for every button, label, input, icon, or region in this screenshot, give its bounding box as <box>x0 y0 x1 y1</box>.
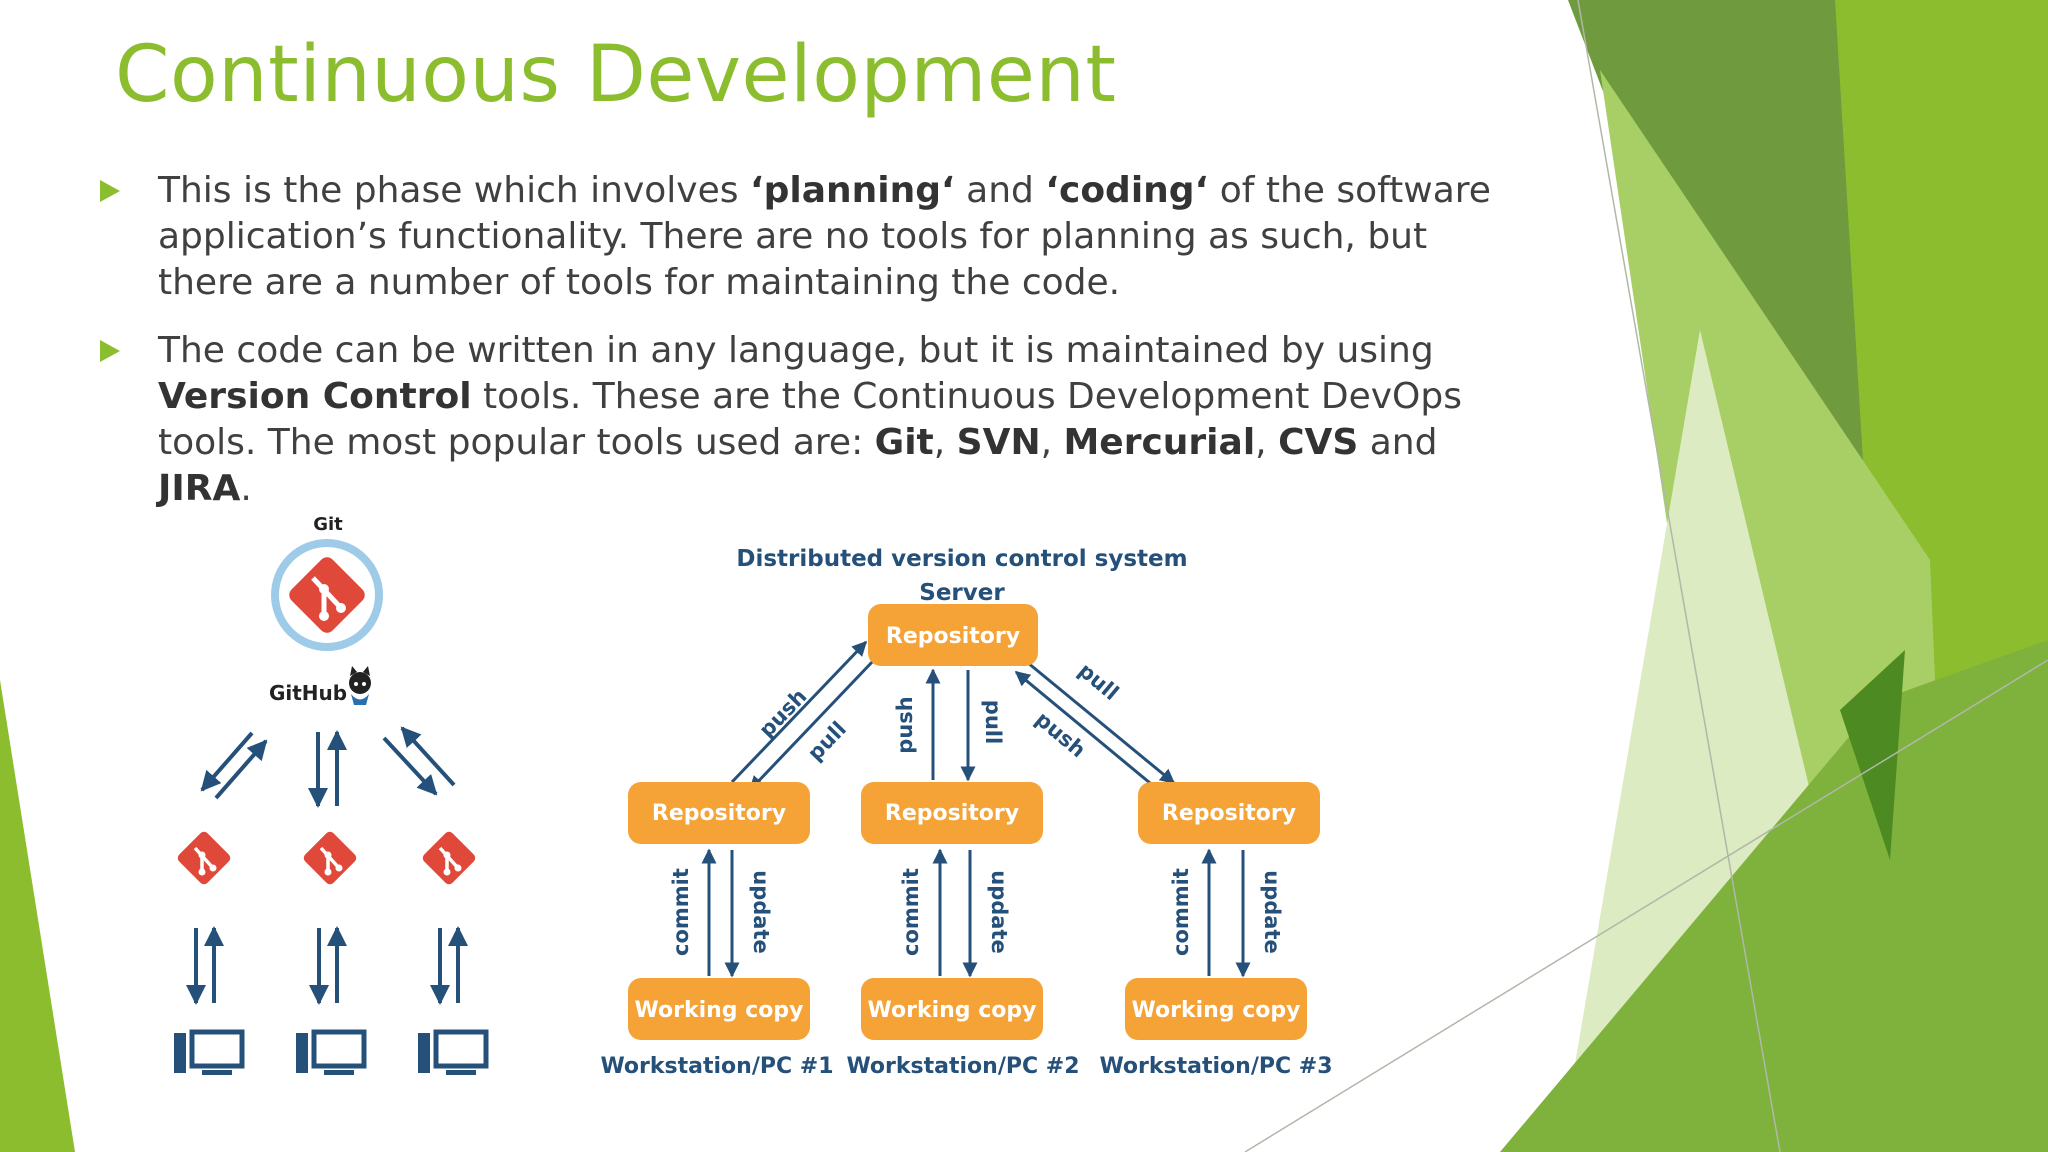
computer-icon <box>418 1029 489 1075</box>
update-label: update <box>987 870 1011 953</box>
bg-green-bottom-shape <box>1500 640 2048 1152</box>
repository-label: Repository <box>652 801 786 826</box>
version-control-diagram: Git GitHub <box>174 514 1333 1079</box>
bold-planning: ‘planning‘ <box>749 170 955 211</box>
bullet-arrow-icon <box>100 340 120 362</box>
local-repository-box-1: Repository <box>628 782 810 844</box>
workstation-label-1: Workstation/PC #1 <box>600 1054 833 1079</box>
commit-label: commit <box>899 868 923 956</box>
workstation-label-3: Workstation/PC #3 <box>1099 1054 1332 1079</box>
repository-label: Repository <box>885 801 1019 826</box>
bg-thin-line <box>1244 659 2048 1152</box>
git-logo-small-icon <box>422 831 476 885</box>
working-copy-box-1: Working copy <box>628 978 810 1040</box>
repository-label: Repository <box>1162 801 1296 826</box>
bullet-item-version-control: The code can be written in any language,… <box>100 328 1500 512</box>
local-repository-box-2: Repository <box>861 782 1043 844</box>
server-label: Server <box>919 580 1005 606</box>
git-logo-small-icon <box>303 831 357 885</box>
local-repository-box-3: Repository <box>1138 782 1320 844</box>
bold-tool-cvs: CVS <box>1278 422 1359 463</box>
update-label: update <box>1260 870 1284 953</box>
server-repository-box: Repository <box>868 604 1038 666</box>
working-copy-label: Working copy <box>1132 998 1301 1023</box>
git-logo-small-icon <box>177 831 231 885</box>
commit-label: commit <box>669 868 693 956</box>
pull-label: pull <box>981 700 1005 744</box>
update-label: update <box>749 870 773 953</box>
bold-tool-svn: SVN <box>956 422 1041 463</box>
bg-thin-line <box>1577 0 1781 1152</box>
commit-label: commit <box>1169 868 1193 956</box>
workstation-label-2: Workstation/PC #2 <box>846 1054 1079 1079</box>
bullet-text: of the software application’s functional… <box>158 170 1491 303</box>
octocat-icon <box>349 666 371 705</box>
separator: , <box>1255 422 1279 463</box>
repository-label: Repository <box>886 624 1020 649</box>
working-copy-box-3: Working copy <box>1125 978 1307 1040</box>
bullet-text: tools. These are the Continuous Developm… <box>158 376 1462 463</box>
computer-icon <box>296 1029 367 1075</box>
git-label: Git <box>313 514 343 535</box>
bullet-text: The code can be written in any language,… <box>158 330 1434 371</box>
commit-update-arrows <box>701 848 1251 978</box>
push-label: push <box>893 696 917 753</box>
bullet-text: This is the phase which involves <box>158 170 750 211</box>
bullet-list: This is the phase which involves ‘planni… <box>100 168 1500 534</box>
bullet-item-planning: This is the phase which involves ‘planni… <box>100 168 1500 306</box>
pull-label: pull <box>1074 658 1123 705</box>
separator: , <box>1040 422 1064 463</box>
computer-icon <box>174 1029 245 1075</box>
working-copy-label: Working copy <box>868 998 1037 1023</box>
bold-tool-git: Git <box>874 422 934 463</box>
bg-deep-green-shape <box>1840 650 1905 860</box>
github-label: GitHub <box>269 681 347 705</box>
git-logo-large-icon <box>271 539 383 651</box>
sync-arrows <box>200 726 456 808</box>
bold-tool-jira: JIRA <box>158 468 241 509</box>
slide-title: Continuous Development <box>115 30 1117 120</box>
bullet-arrow-icon <box>100 180 120 202</box>
pull-label: pull <box>803 717 851 766</box>
push-pull-arrows <box>730 640 1176 792</box>
bullet-text: and <box>954 170 1046 211</box>
working-copy-label: Working copy <box>635 998 804 1023</box>
dvcs-title: Distributed version control system <box>736 546 1187 572</box>
separator: . <box>240 468 252 509</box>
bold-tool-mercurial: Mercurial <box>1063 422 1256 463</box>
working-copy-box-2: Working copy <box>861 978 1043 1040</box>
commit-arrows <box>186 926 468 1005</box>
bold-coding: ‘coding‘ <box>1045 170 1209 211</box>
bold-version-control: Version Control <box>158 376 472 417</box>
separator: , <box>933 422 957 463</box>
separator: and <box>1358 422 1438 463</box>
push-label: push <box>1031 707 1090 762</box>
bg-left-green-shape <box>0 680 75 1152</box>
